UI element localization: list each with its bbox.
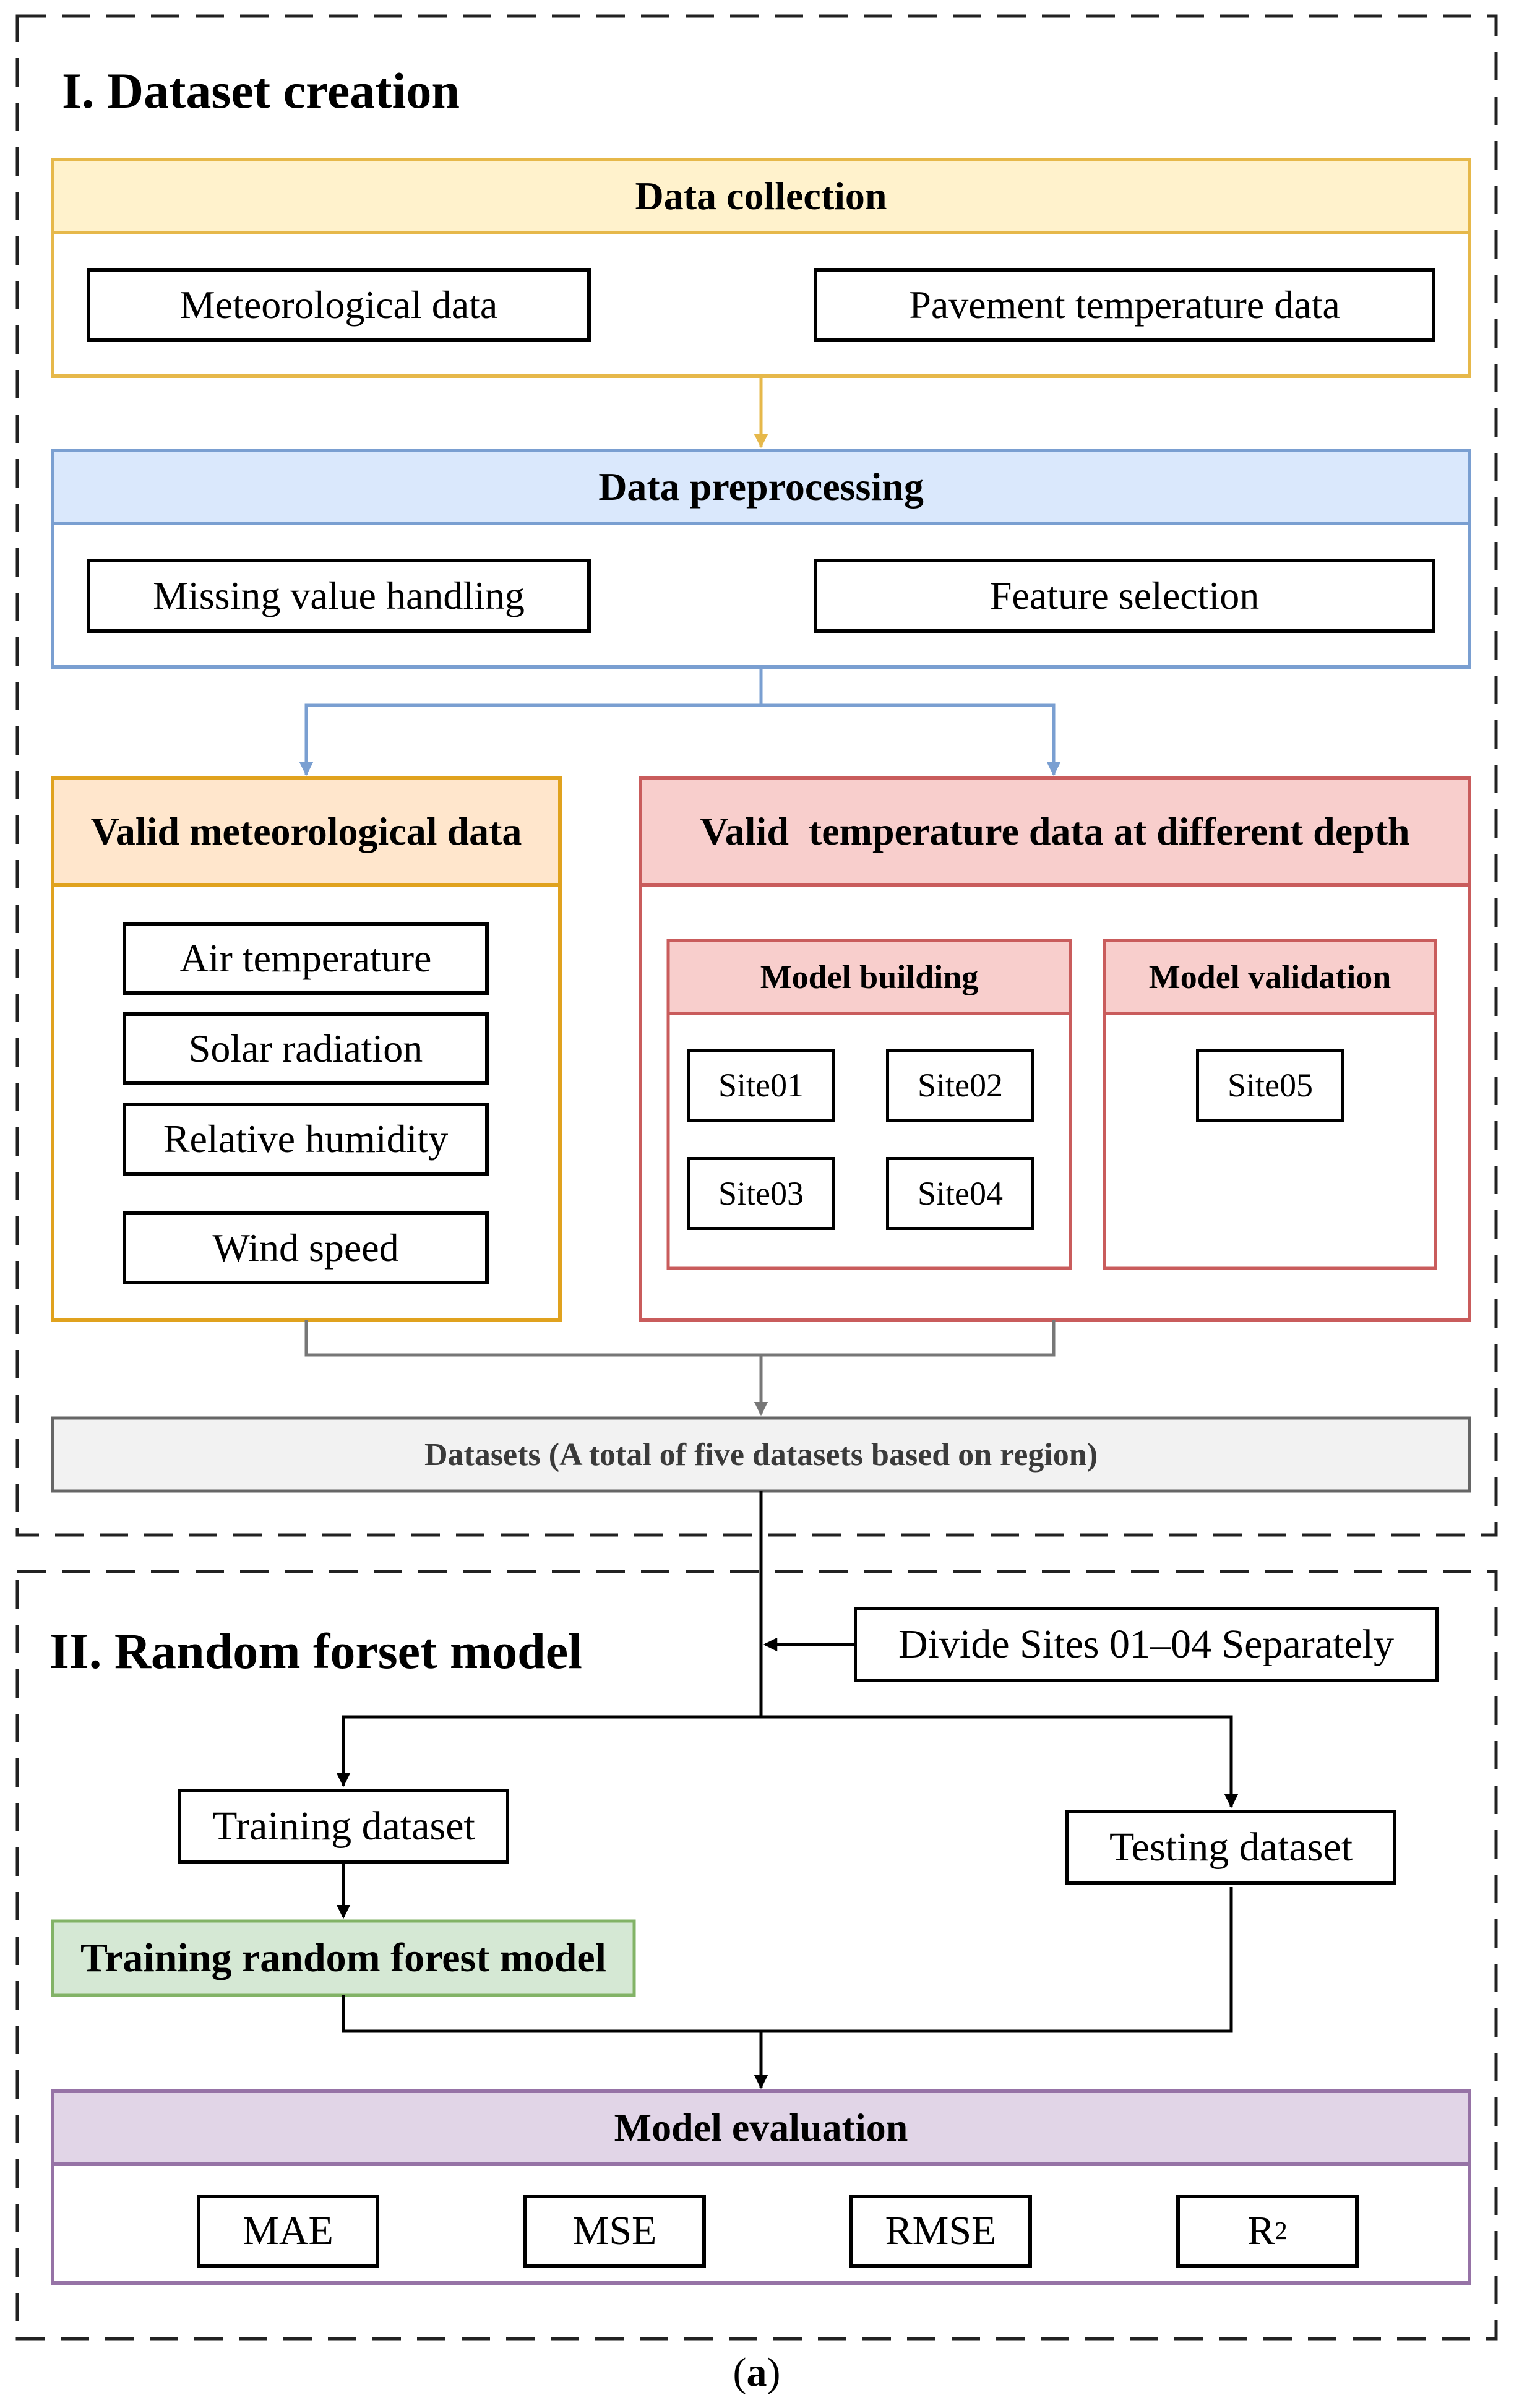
training-model-box [51, 1919, 636, 1997]
r2-base: R [1247, 2208, 1275, 2253]
site03-item: Site03 [687, 1157, 835, 1230]
data-collection-header: Data collection [635, 174, 887, 218]
site01-item: Site01 [687, 1049, 835, 1122]
pavement-temperature-item: Pavement temperature data [814, 268, 1435, 342]
wind-speed-item: Wind speed [123, 1211, 489, 1284]
testing-dataset-box: Testing dataset [1065, 1810, 1396, 1885]
section2-frame [15, 1570, 1498, 2341]
divide-sites-box: Divide Sites 01–04 Separately [854, 1607, 1439, 1682]
relative-humidity-item: Relative humidity [123, 1103, 489, 1176]
data-preprocessing-header-bg [51, 449, 1471, 525]
mae-item: MAE [197, 2195, 379, 2268]
model-validation-header: Model validation [1148, 958, 1391, 995]
training-model-label: Training random forest model [80, 1935, 607, 1980]
mse-item: MSE [523, 2195, 706, 2268]
meteorological-data-item: Meteorological data [87, 268, 591, 342]
section1-title: I. Dataset creation [62, 62, 460, 119]
section2-title: II. Random forset model [49, 1623, 582, 1679]
air-temperature-item: Air temperature [123, 922, 489, 995]
caption-open: ( [733, 2350, 747, 2395]
caption-close: ) [767, 2350, 781, 2395]
site04-item: Site04 [886, 1157, 1034, 1230]
data-preprocessing-header: Data preprocessing [598, 465, 924, 509]
arrow-preprocessing-to-meteorological [299, 667, 763, 776]
model-building-header-bg [666, 939, 1072, 1015]
model-evaluation-header-bg [51, 2089, 1471, 2166]
missing-value-handling-item: Missing value handling [87, 559, 591, 633]
valid-temperature-header-bg [639, 776, 1471, 887]
data-collection-header-bg [51, 158, 1471, 234]
site05-item: Site05 [1196, 1049, 1344, 1122]
rmse-item: RMSE [849, 2195, 1032, 2268]
arrow-merge-to-evaluation [342, 1887, 1233, 2088]
caption-letter: a [746, 2350, 767, 2395]
valid-meteorological-header-bg [51, 776, 562, 887]
model-building-header: Model building [760, 958, 979, 995]
arrow-split-to-training [336, 1715, 761, 1787]
model-validation-header-bg [1103, 939, 1437, 1015]
arrow-merge-to-datasets [304, 1320, 1056, 1414]
training-dataset-box: Training dataset [178, 1789, 509, 1864]
valid-meteorological-header: Valid meteorological data [90, 809, 522, 853]
feature-selection-item: Feature selection [814, 559, 1435, 633]
section1-frame [15, 14, 1498, 1537]
model-evaluation-header: Model evaluation [614, 2105, 908, 2149]
solar-radiation-item: Solar radiation [123, 1012, 489, 1085]
figure-caption: (a) [633, 2345, 880, 2401]
site02-item: Site02 [886, 1049, 1034, 1122]
arrow-preprocessing-to-temperature [761, 703, 1061, 776]
arrow-split-to-testing [761, 1715, 1239, 1808]
datasets-label: Datasets (A total of five datasets based… [424, 1437, 1098, 1473]
datasets-box [51, 1416, 1471, 1493]
valid-temperature-header: Valid temperature data at different dept… [700, 809, 1410, 853]
